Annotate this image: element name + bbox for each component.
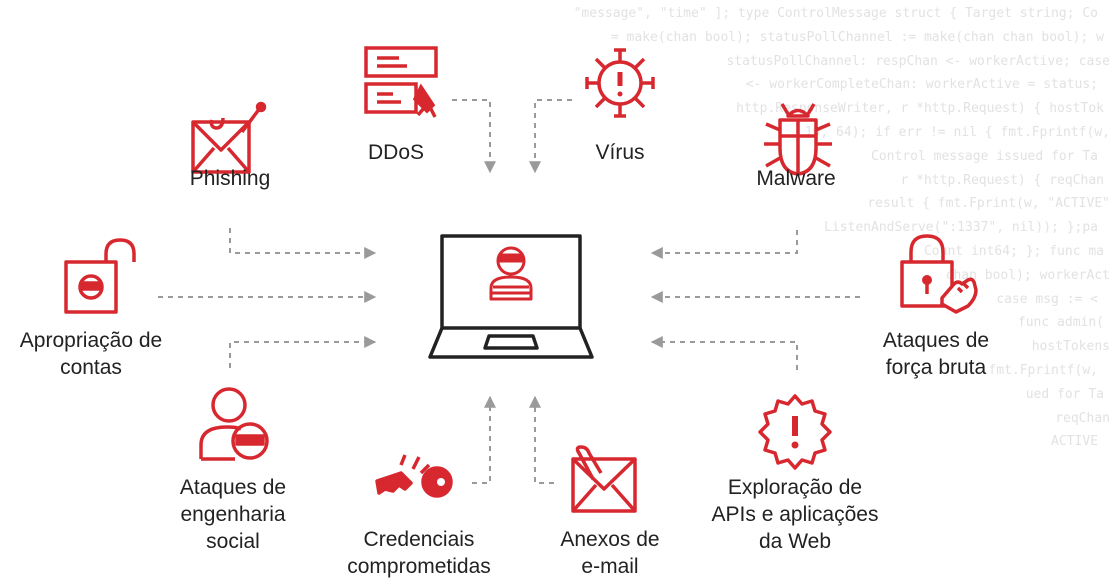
- connector-layer: [158, 99, 860, 484]
- arrow-credentials: [472, 395, 496, 484]
- user-hacker-icon: [199, 387, 269, 461]
- label-malware: Malware: [756, 167, 836, 190]
- arrow-ddos: [452, 99, 496, 174]
- malware-bug-icon: [764, 103, 832, 176]
- arrow-malware: [650, 230, 798, 259]
- label-virus: Vírus: [595, 141, 645, 164]
- arrow-virus: [529, 99, 572, 174]
- virus-icon: [585, 48, 655, 118]
- label-phishing: Phishing: [189, 167, 271, 190]
- email-attachment-icon: [571, 445, 637, 513]
- arrow-api-web: [650, 336, 798, 370]
- arrow-email: [529, 395, 554, 484]
- open-padlock-icon: [64, 238, 136, 314]
- label-email-attachments: Anexos de e-mail: [560, 528, 660, 578]
- padlock-hand-icon: [900, 234, 978, 314]
- ddos-server-icon: [364, 46, 438, 118]
- phishing-envelope-icon: [191, 101, 267, 174]
- label-brute-force: Ataques de força bruta: [882, 329, 990, 379]
- alert-badge-icon: [758, 394, 832, 470]
- arrow-phishing: [229, 228, 377, 259]
- label-compromised-credentials: Credenciais comprometidas: [347, 528, 491, 578]
- laptop-hacker-icon: [428, 234, 594, 359]
- broken-key-icon: [375, 454, 453, 498]
- label-account-takeover: Apropriação de contas: [19, 329, 163, 379]
- arrow-social-engineering: [229, 336, 377, 368]
- label-ddos: DDoS: [367, 141, 425, 164]
- label-social-engineering: Ataques de engenharia social: [179, 476, 287, 553]
- label-api-web-exploits: Exploração de APIs e aplicações da Web: [711, 476, 879, 553]
